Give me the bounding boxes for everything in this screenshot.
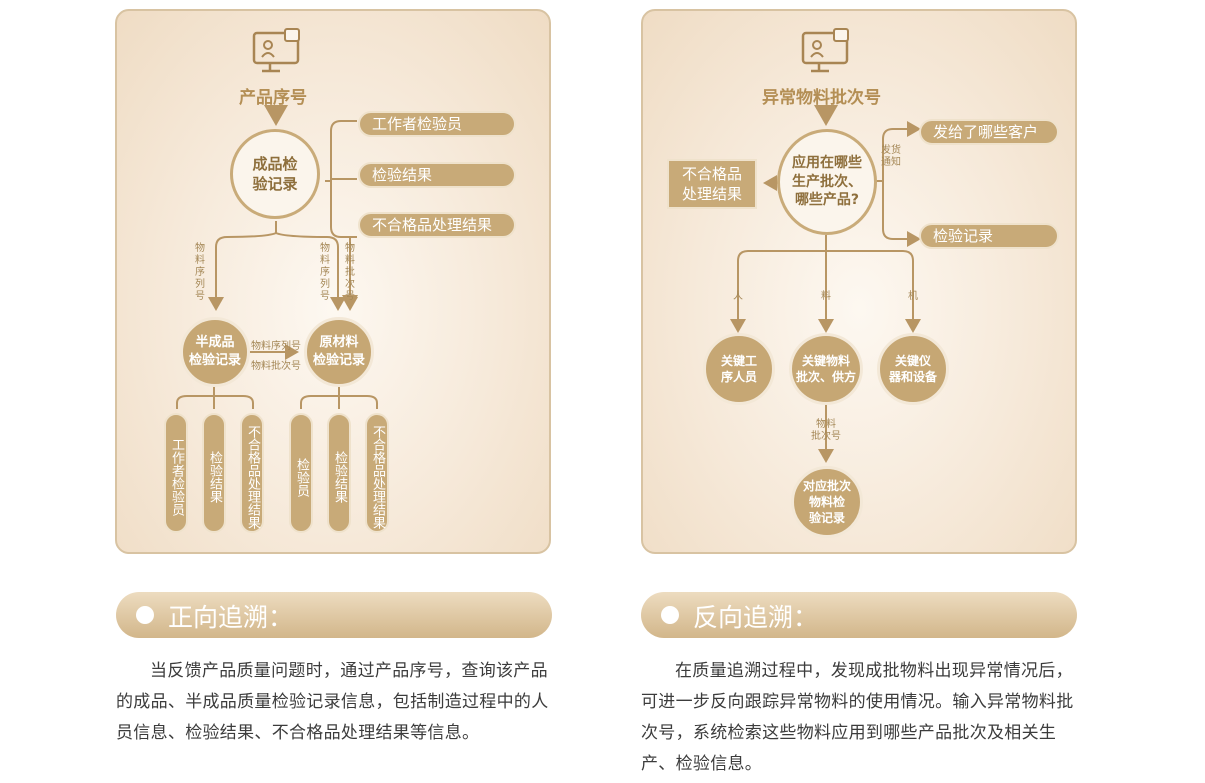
- key-material-batch-node: 关键物料 批次、供方: [789, 333, 863, 405]
- finished-inspection-node: 成品检 验记录: [230, 129, 320, 219]
- raw-item-inspector: 检验员: [289, 413, 313, 533]
- raw-material-node: 原材料 检验记录: [304, 317, 374, 387]
- forward-section-header: 正向追溯：: [116, 592, 552, 638]
- raw-item-nonconforming: 不合格品处理结果: [365, 413, 389, 533]
- raw-item-result: 检验结果: [327, 413, 351, 533]
- branch-label-machine: 机: [908, 291, 918, 302]
- semi-item-worker: 工作者检验员: [164, 413, 188, 533]
- application-query-node: 应用在哪些 生产批次、 哪些产品?: [777, 129, 877, 235]
- bullet-dot-icon: [136, 606, 154, 624]
- reverse-trace-diagram: 异常物料批次号 应用在哪些 生产批次、 哪些产品? 不合格品 处理结果 发货 通…: [641, 9, 1077, 554]
- branch-label-material: 料: [821, 291, 831, 302]
- output-inspection-result: 检验结果: [358, 162, 516, 188]
- link-label-serial: 物料序列号: [251, 341, 301, 352]
- key-process-personnel-node: 关键工 序人员: [703, 333, 775, 405]
- branch-label-person: 人: [733, 291, 743, 302]
- forward-connectors: [176, 28, 378, 409]
- reverse-connectors: [730, 28, 921, 463]
- edge-label-serial-mid: 物 料 序 列 号: [320, 243, 330, 302]
- shipping-notice-label: 发货 通知: [881, 145, 901, 168]
- forward-heading: 正向追溯：: [168, 603, 294, 632]
- edge-label-serial-left: 物 料 序 列 号: [195, 243, 205, 302]
- semi-item-nonconforming: 不合格品处理结果: [240, 413, 264, 533]
- output-nonconforming-result: 不合格品处理结果: [358, 212, 516, 238]
- nonconforming-result-box: 不合格品 处理结果: [667, 159, 757, 209]
- bullet-dot-icon: [661, 606, 679, 624]
- link-label-batch: 物料批次号: [251, 361, 301, 372]
- reverse-title: 异常物料批次号: [762, 88, 881, 108]
- sub-edge-label: 物料 批次号: [811, 419, 841, 442]
- output-worker-inspector: 工作者检验员: [358, 111, 516, 137]
- inspection-record-pill: 检验记录: [919, 223, 1059, 249]
- semi-finished-node: 半成品 检验记录: [180, 317, 250, 387]
- forward-title: 产品序号: [239, 88, 307, 108]
- forward-trace-diagram: 产品序号 成品检 验记录 工作者检验员 检验结果 不合格品处理结果 物 料 序 …: [115, 9, 551, 554]
- semi-item-result: 检验结果: [202, 413, 226, 533]
- reverse-section-header: 反向追溯：: [641, 592, 1077, 638]
- customers-shipped-pill: 发给了哪些客户: [919, 119, 1059, 145]
- key-equipment-node: 关键仪 器和设备: [877, 333, 949, 405]
- edge-label-batch-right: 物 料 批 次 号: [345, 243, 355, 302]
- forward-description: 当反馈产品质量问题时，通过产品序号，查询该产品的成品、半成品质量检验记录信息，包…: [116, 661, 549, 743]
- reverse-heading: 反向追溯：: [693, 603, 819, 632]
- reverse-description: 在质量追溯过程中，发现成批物料出现异常情况后，可进一步反向跟踪异常物料的使用情况…: [641, 661, 1074, 774]
- batch-inspection-record-node: 对应批次 物料检 验记录: [791, 466, 863, 538]
